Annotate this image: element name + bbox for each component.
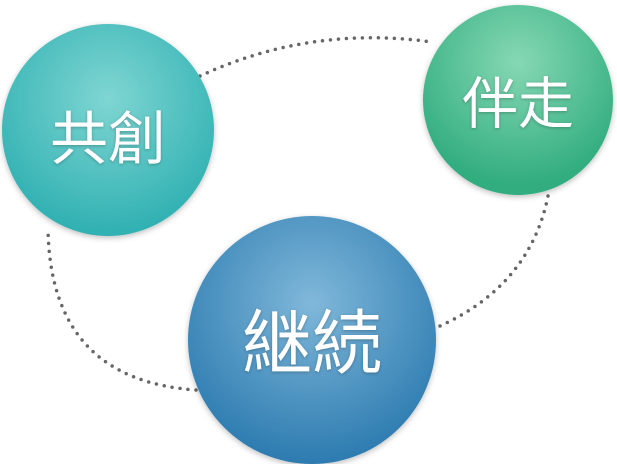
circle-bansou [423, 5, 613, 195]
label-bansou: 伴走 [462, 72, 574, 138]
circle-kyoso [2, 24, 214, 236]
circle-keizoku [188, 216, 436, 464]
label-kyoso: 共創 [49, 105, 167, 173]
connector-keizoku-kyoso [46, 226, 198, 392]
label-keizoku: 継続 [242, 302, 382, 385]
connector-kyoso-bansou [198, 36, 434, 78]
connector-bansou-keizoku [438, 194, 550, 328]
